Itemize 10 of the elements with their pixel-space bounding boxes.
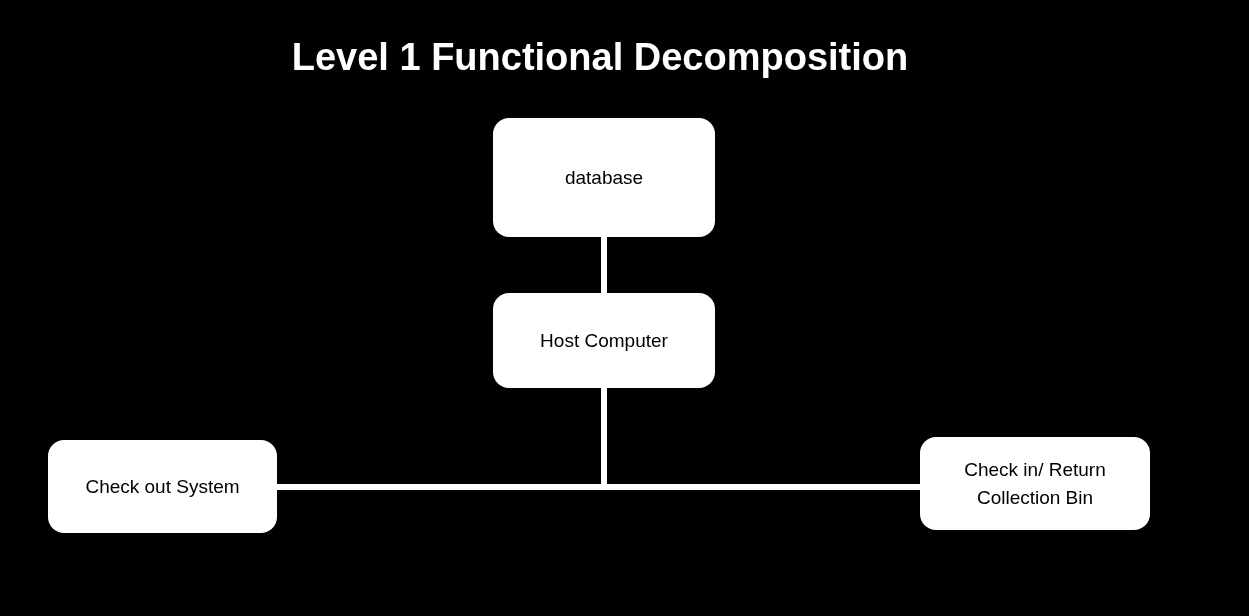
process-box xyxy=(920,437,1150,530)
connector-line xyxy=(601,237,607,293)
diagram-title: Level 1 Functional Decomposition xyxy=(290,36,910,79)
process-box xyxy=(48,440,277,533)
process-box xyxy=(493,293,715,388)
process-box xyxy=(493,118,715,237)
node-label: Check out System xyxy=(85,474,240,499)
node-label: Check in/ Return Collection Bin xyxy=(963,457,1107,510)
node-label: database xyxy=(564,165,644,190)
node-label: Host Computer xyxy=(540,328,668,353)
